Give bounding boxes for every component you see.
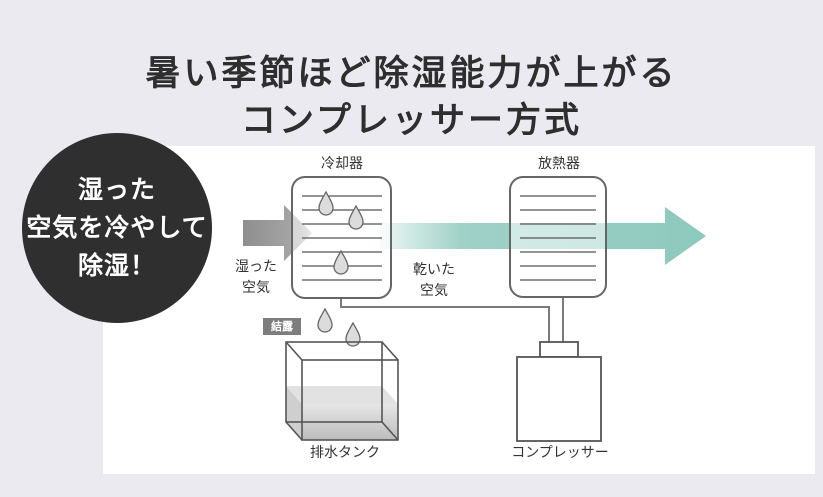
droplet-icon <box>345 321 361 347</box>
dry-air-line-2: 空気 <box>420 283 448 299</box>
cooler-label: 冷却器 <box>321 156 363 172</box>
drain-tank-label: 排水タンク <box>310 445 380 461</box>
drain-tank <box>285 341 399 441</box>
headline-line-1: 暑い季節ほど除湿能力が上がる <box>145 54 678 94</box>
bubble-line-2: 空気を冷やして <box>26 213 208 242</box>
bubble-line-1: 湿った <box>77 175 156 204</box>
refrigerant-pipes <box>340 297 564 343</box>
humid-air-line-1: 湿った <box>235 259 277 275</box>
compressor <box>516 341 602 442</box>
cooler-unit <box>291 176 392 299</box>
headline-bubble: 湿った 空気を冷やして 除湿！ <box>22 133 212 323</box>
droplet-icon <box>317 307 333 333</box>
radiator-unit <box>509 176 607 298</box>
diagram-panel <box>103 146 815 474</box>
humid-air-line-2: 空気 <box>242 280 270 296</box>
humid-air-label: 湿った 空気 <box>228 257 284 299</box>
dry-air-label: 乾いた 空気 <box>404 260 464 302</box>
dry-air-line-1: 乾いた <box>413 262 455 278</box>
droplet-icon <box>318 190 334 216</box>
droplet-icon <box>333 249 349 275</box>
bubble-line-3: 除湿！ <box>77 251 156 280</box>
compressor-label: コンプレッサー <box>511 445 609 461</box>
droplet-icon <box>348 204 364 230</box>
headline-line-2: コンプレッサー方式 <box>241 101 582 141</box>
radiator-label: 放熱器 <box>538 156 580 172</box>
condensation-tag: 結露 <box>263 318 301 335</box>
